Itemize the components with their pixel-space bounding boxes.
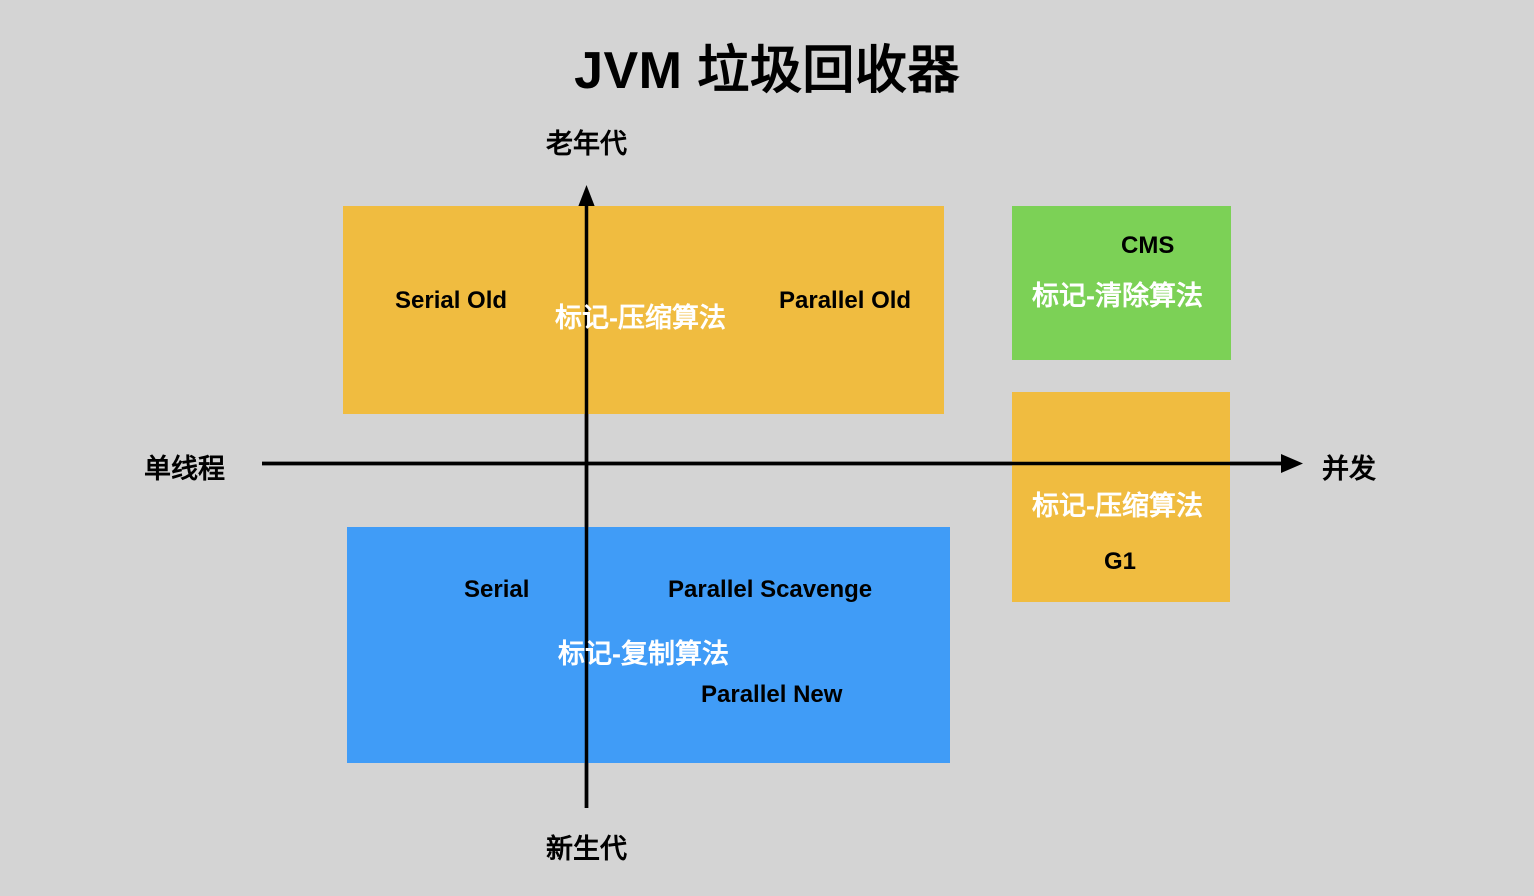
- collector-label-g1: G1: [1104, 548, 1137, 575]
- axis-label-concurrent: 并发: [1322, 454, 1376, 484]
- collector-label-parallel-new: Parallel New: [701, 681, 843, 708]
- young-generation-collectors-box: [347, 527, 950, 763]
- collector-label-parallel-old: Parallel Old: [779, 287, 912, 314]
- collector-label-cms: CMS: [1121, 232, 1175, 259]
- algorithm-label-mark-sweep: 标记-清除算法: [1032, 281, 1203, 311]
- vertical-axis-arrowhead: [578, 185, 595, 207]
- page-title: JVM 垃圾回收器: [574, 42, 960, 100]
- collector-label-serial-old: Serial Old: [395, 287, 508, 314]
- collector-label-parallel-scavenge: Parallel Scavenge: [668, 576, 873, 603]
- cms-collector-box: [1012, 206, 1231, 360]
- horizontal-axis-arrowhead: [1281, 454, 1303, 473]
- algorithm-label-mark-compact-g1: 标记-压缩算法: [1032, 491, 1203, 521]
- axis-label-old-generation: 老年代: [546, 129, 627, 159]
- algorithm-label-mark-compact-old: 标记-压缩算法: [555, 303, 726, 333]
- axis-label-single-thread: 单线程: [144, 454, 225, 484]
- axis-label-young-generation: 新生代: [546, 834, 627, 864]
- g1-collector-box: [1012, 392, 1230, 602]
- old-generation-collectors-box: [343, 206, 944, 414]
- collector-label-serial: Serial: [464, 576, 530, 603]
- algorithm-label-mark-copy: 标记-复制算法: [558, 639, 729, 669]
